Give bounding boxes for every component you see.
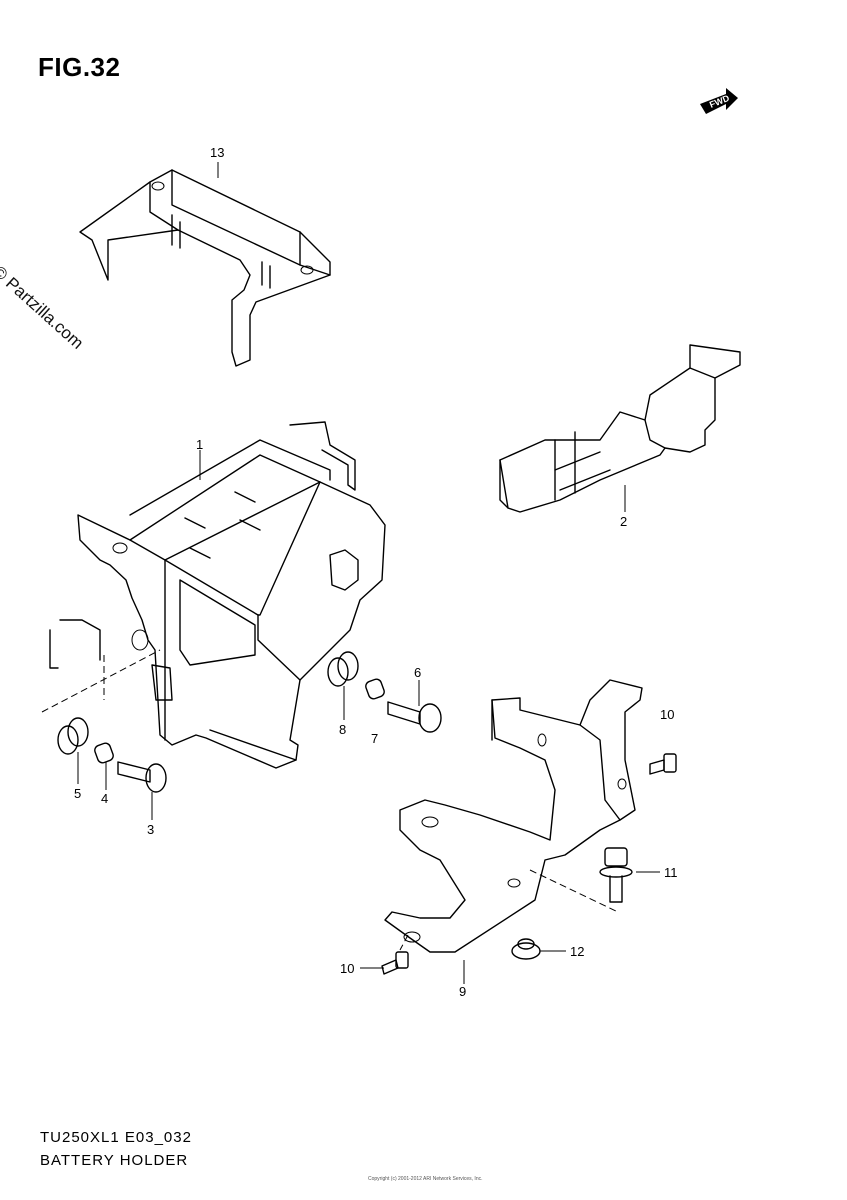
callout-9: 9 <box>459 984 466 999</box>
leader-lines <box>77 162 660 984</box>
callout-7: 7 <box>371 731 378 746</box>
figure-code: TU250XL1 E03_032 <box>40 1129 192 1146</box>
part-10-bolt-upper <box>649 753 677 775</box>
callout-4: 4 <box>101 791 108 806</box>
part-1-battery-case <box>49 421 386 769</box>
part-11-bolt <box>599 847 633 903</box>
assembly-lines <box>41 649 619 951</box>
part-10-bolt-lower <box>381 951 409 975</box>
part-7-collar <box>365 678 385 700</box>
callout-5: 5 <box>74 786 81 801</box>
fwd-arrow-icon: FWD <box>700 88 738 114</box>
callout-12: 12 <box>570 944 584 959</box>
part-12-washer <box>511 938 541 960</box>
part-8-grommet <box>327 651 359 687</box>
callout-6: 6 <box>414 665 421 680</box>
part-4-collar <box>94 742 114 764</box>
callout-8: 8 <box>339 722 346 737</box>
callout-11: 11 <box>664 865 678 880</box>
callout-10-lower: 10 <box>340 961 354 976</box>
callout-13: 13 <box>210 145 224 160</box>
part-2-bracket <box>499 344 741 513</box>
figure-title: FIG.32 <box>38 52 121 82</box>
callout-10-upper: 10 <box>660 707 674 722</box>
callout-3: 3 <box>147 822 154 837</box>
callout-1: 1 <box>196 437 203 452</box>
callout-2: 2 <box>620 514 627 529</box>
figure-name: BATTERY HOLDER <box>40 1152 189 1169</box>
part-6-bolt <box>387 701 442 733</box>
part-9-lower-bracket <box>384 679 643 953</box>
copyright-line: Copyright (c) 2001-2012 ARI Network Serv… <box>368 1176 483 1182</box>
part-5-grommet <box>57 717 89 755</box>
part-13-cover <box>79 169 331 367</box>
part-3-bolt <box>117 761 167 793</box>
